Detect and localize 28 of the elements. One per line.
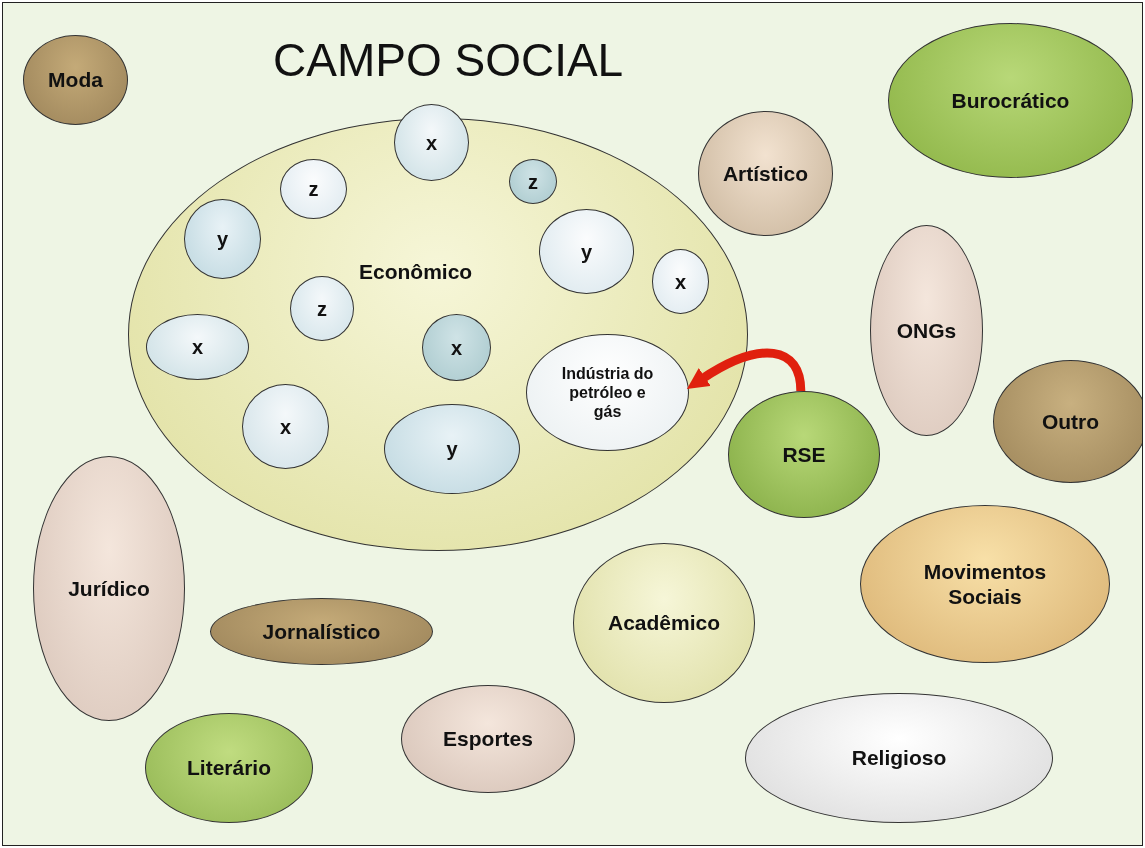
field-label: Burocrático: [951, 87, 1070, 114]
field-label: RSE: [782, 441, 826, 468]
field-label: ONGs: [896, 317, 957, 344]
diagram-title: CAMPO SOCIAL: [273, 33, 624, 87]
field-label: y: [216, 227, 229, 251]
field-label: Jornalístico: [262, 618, 381, 645]
field-label: Religioso: [851, 745, 947, 771]
field-label: x: [450, 335, 463, 360]
field-label: x: [191, 335, 204, 359]
field-label: x: [425, 130, 438, 155]
field-label: x: [279, 414, 292, 439]
field-label: Jurídico: [68, 575, 150, 602]
field-label: z: [317, 296, 327, 321]
field-label: z: [308, 177, 319, 201]
field-label: Artístico: [722, 160, 809, 187]
subfield-ellipse: [509, 159, 557, 204]
field-label: Literário: [187, 755, 271, 781]
field-label: Econômico: [359, 259, 473, 285]
field-label: z: [528, 169, 538, 194]
field-label: y: [446, 437, 458, 461]
field-label: y: [580, 239, 593, 264]
field-label: Indústria do petróleo e gás: [560, 363, 655, 422]
field-label: x: [674, 269, 687, 294]
field-label: Movimentos Sociais: [922, 558, 1048, 610]
field-label: Moda: [48, 67, 103, 93]
field-label: Esportes: [443, 726, 533, 752]
field-label: Outro: [1041, 408, 1100, 435]
field-label: Acadêmico: [607, 610, 720, 636]
